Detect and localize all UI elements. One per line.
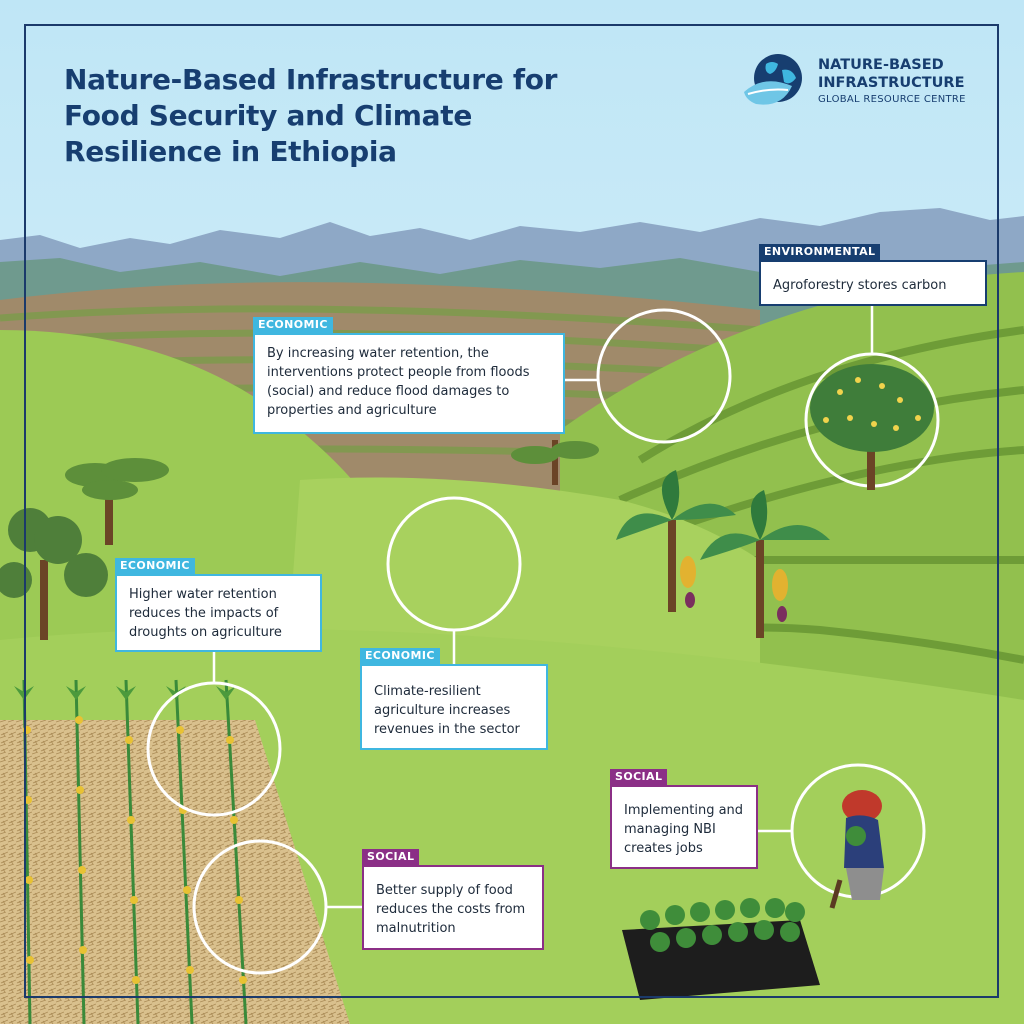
card-economic-revenues: ECONOMIC Climate-resilient agriculture i… xyxy=(360,648,548,750)
banana-trees xyxy=(616,470,830,638)
logo-line-1: NATURE-BASED xyxy=(818,57,944,73)
worker-figure xyxy=(829,790,884,909)
card-text: Higher water retention reduces the impac… xyxy=(129,587,282,640)
seedling-nursery xyxy=(622,898,820,1000)
acacia-tree xyxy=(65,458,169,545)
highlight-circle-terraces xyxy=(596,308,732,444)
card-social-jobs: SOCIAL Implementing and managing NBI cre… xyxy=(610,769,758,869)
logo-line-2: INFRASTRUCTURE xyxy=(818,75,965,91)
small-acacia xyxy=(511,440,599,485)
round-tree xyxy=(0,508,108,640)
card-economic-flood-protection: ECONOMIC By increasing water retention, … xyxy=(253,317,565,434)
card-economic-drought-impacts: ECONOMIC Higher water retention reduces … xyxy=(115,558,322,652)
logo-line-3: GLOBAL RESOURCE CENTRE xyxy=(818,94,966,105)
card-text: By increasing water retention, the inter… xyxy=(267,346,530,418)
logo: NATURE-BASED INFRASTRUCTURE GLOBAL RESOU… xyxy=(742,52,992,112)
globe-leaf-icon xyxy=(744,54,802,105)
card-text: Agroforestry stores carbon xyxy=(773,278,947,293)
fruit-tree xyxy=(810,364,934,490)
page-title: Nature-Based Infrastructure for Food Sec… xyxy=(64,63,558,168)
card-social-malnutrition: SOCIAL Better supply of food reduces the… xyxy=(362,849,544,950)
card-tag: ECONOMIC xyxy=(360,648,440,664)
card-text: Climate-resilient agriculture increases … xyxy=(374,684,520,737)
card-text: Better supply of food reduces the costs … xyxy=(376,883,526,936)
corn-field xyxy=(0,720,350,1024)
card-tag: ENVIRONMENTAL xyxy=(759,244,881,260)
card-text: Implementing and managing NBI creates jo… xyxy=(624,803,744,856)
card-tag: ECONOMIC xyxy=(253,317,333,333)
card-tag: ECONOMIC xyxy=(115,558,195,574)
card-tag: SOCIAL xyxy=(610,769,668,785)
card-environmental-carbon: ENVIRONMENTAL Agroforestry stores carbon xyxy=(759,244,987,306)
card-tag: SOCIAL xyxy=(362,849,420,865)
